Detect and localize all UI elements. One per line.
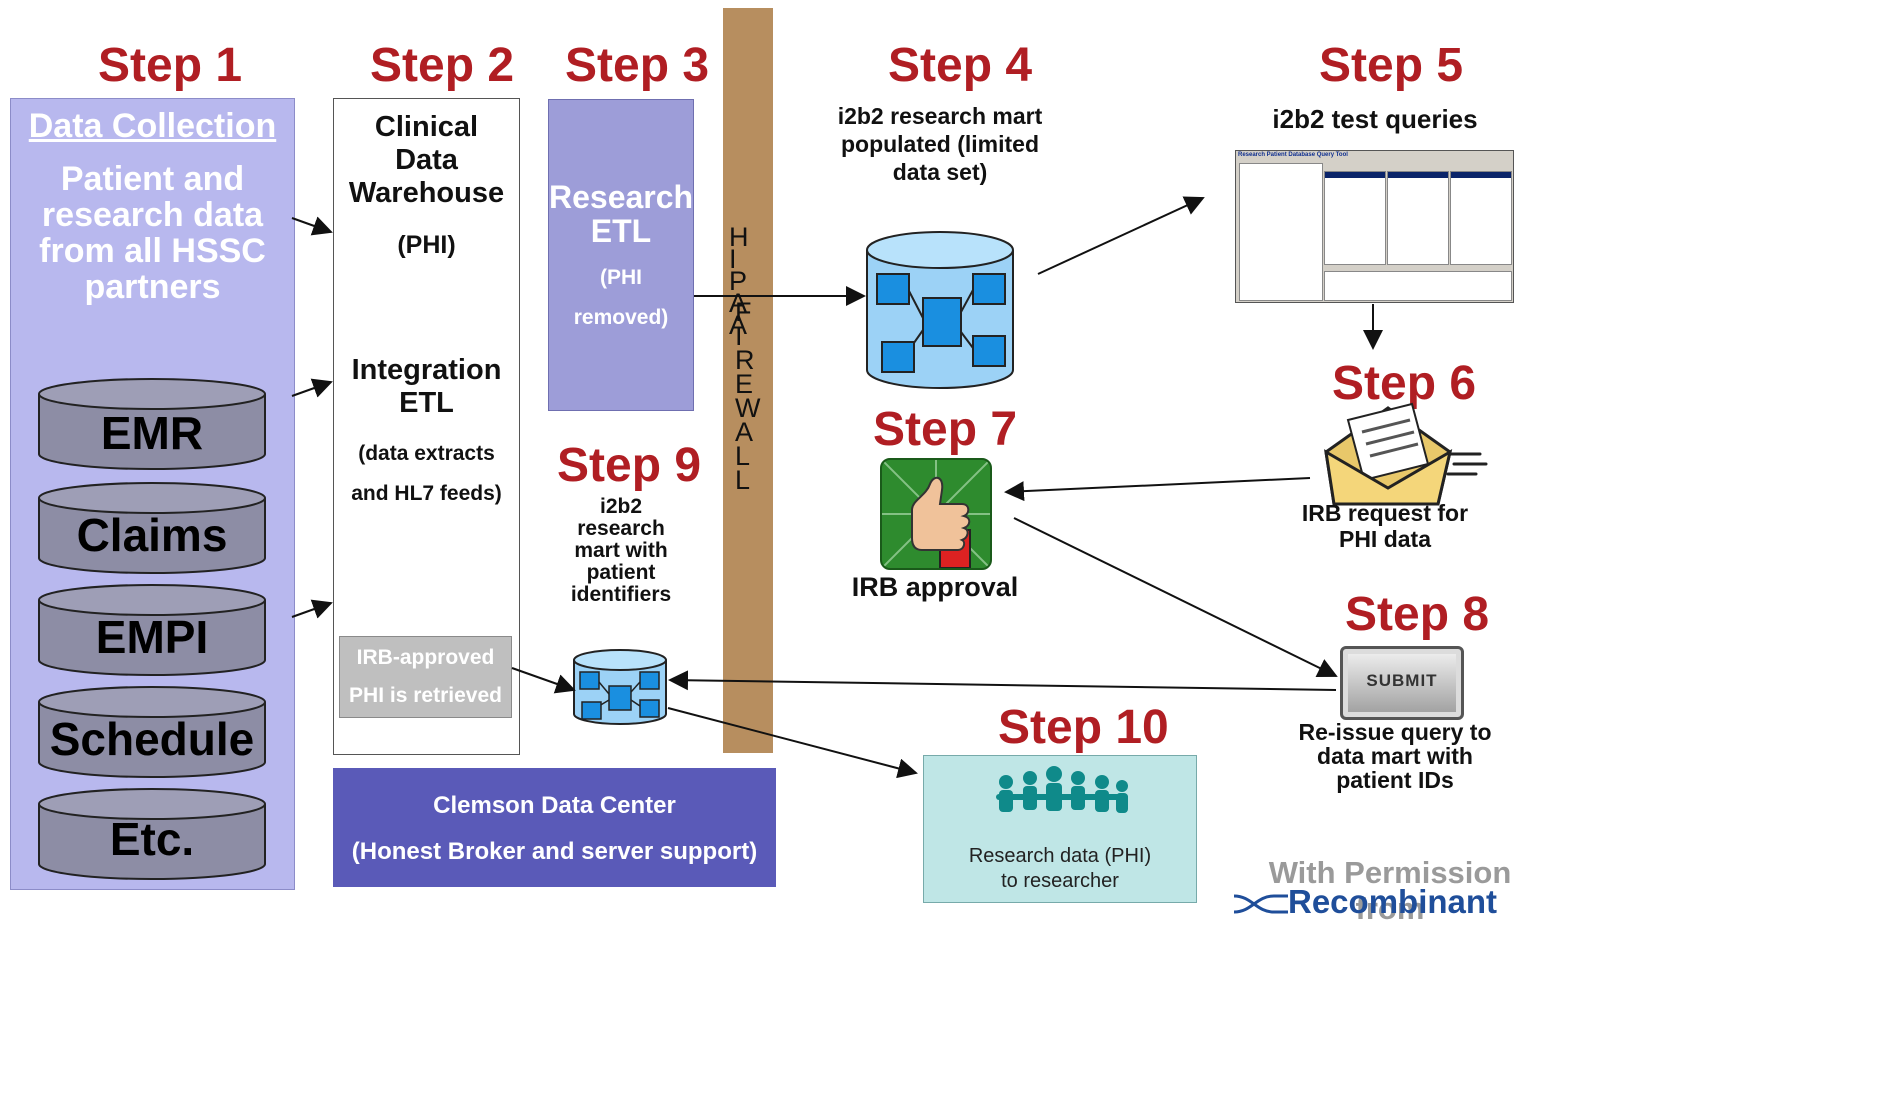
query-tool-group-3 <box>1450 171 1512 265</box>
integration-line: Integration <box>351 354 502 386</box>
arrow-mart-to-researcher <box>667 707 918 779</box>
step-9-line: research <box>577 517 665 540</box>
database-emr: EMR <box>38 378 266 470</box>
integration-etl-note: (data extracts and HL7 feeds) <box>334 434 519 514</box>
database-empi: EMPI <box>38 584 266 676</box>
database-label: EMPI <box>95 611 209 663</box>
step-9-heading: Step 9 <box>557 439 702 492</box>
integration-note-line: (data extracts <box>358 442 495 465</box>
arrow-irb-request-to-approval <box>1004 477 1311 502</box>
step-4-heading: Step 4 <box>888 39 1033 92</box>
data-center-note: (Honest Broker and server support) <box>351 838 758 865</box>
database-label: Etc. <box>109 813 195 865</box>
submit-button[interactable]: SUBMIT <box>1340 646 1464 720</box>
warehouse-phi-label: (PHI) <box>397 231 456 259</box>
people-group-icon <box>996 766 1128 813</box>
description-line: research data <box>41 196 264 234</box>
step-8-caption: Re-issue query to data mart with patient… <box>1285 720 1505 792</box>
hipaa-firewall: HIPAA FIREWALL <box>723 8 773 753</box>
phi-retrieved-line: IRB-approved <box>356 646 495 669</box>
research-etl-line: Research <box>549 179 694 215</box>
step-10-line: to researcher <box>1001 870 1119 892</box>
database-label: Claims <box>76 509 228 561</box>
step-8-line: data mart with <box>1317 743 1473 769</box>
arrow-mart-to-queries <box>1037 196 1205 275</box>
data-collection-description: Patient and research data from all HSSC … <box>11 161 294 305</box>
database-label: Schedule <box>49 713 255 765</box>
warehouse-line: Clinical <box>374 111 479 143</box>
integration-line: ETL <box>399 387 454 419</box>
submit-button-label: SUBMIT <box>1366 671 1438 690</box>
research-etl-note-line: (PHI <box>600 266 642 289</box>
firewall-word-firewall: FIREWALL <box>735 297 761 495</box>
description-line: partners <box>84 268 221 306</box>
step-4-line: i2b2 research mart <box>837 103 1043 129</box>
integration-etl-title: Integration ETL <box>334 354 519 420</box>
clemson-data-center-box: Clemson Data Center (Honest Broker and s… <box>333 768 776 887</box>
data-collection-heading: Data Collection <box>28 107 277 145</box>
database-etc: Etc. <box>38 788 266 880</box>
step-6-heading: Step 6 <box>1332 357 1477 410</box>
step-3-heading: Step 3 <box>565 39 710 92</box>
step-7-heading: Step 7 <box>873 403 1018 456</box>
step-9-line: identifiers <box>570 583 672 606</box>
query-tool-group-1 <box>1324 171 1386 265</box>
database-schedule: Schedule <box>38 686 266 778</box>
step-9-line: i2b2 <box>599 495 643 518</box>
query-tool-tree <box>1239 163 1323 301</box>
step-9-line: mart with <box>574 539 668 562</box>
step-8-heading: Step 8 <box>1345 588 1490 641</box>
researcher-delivery-box: Research data (PHI) to researcher <box>923 755 1197 903</box>
step-4-caption: i2b2 research mart populated (limited da… <box>830 102 1050 186</box>
step-9-caption: i2b2 research mart with patient identifi… <box>560 496 682 606</box>
step-10-heading: Step 10 <box>998 701 1169 754</box>
step-9-line: patient <box>586 561 656 584</box>
phi-retrieved-line: PHI is retrieved <box>349 684 502 707</box>
step-10-caption: Research data (PHI) to researcher <box>924 844 1196 894</box>
query-tool-results <box>1324 271 1512 301</box>
step-6-caption: IRB request for PHI data <box>1280 500 1490 552</box>
arrow-collection-to-warehouse <box>291 216 333 236</box>
step-1-heading: Step 1 <box>98 39 243 92</box>
warehouse-line: Warehouse <box>348 177 505 209</box>
query-tool-title: Research Patient Database Query Tool <box>1238 152 1348 158</box>
arrow-phi-retrieved-to-mart <box>511 667 576 694</box>
step-10-line: Research data (PHI) <box>968 845 1152 867</box>
data-center-name: Clemson Data Center <box>433 792 676 819</box>
step-4-line: data set) <box>892 159 988 185</box>
step-8-line: patient IDs <box>1336 767 1454 793</box>
recombinant-brand: Recombinant <box>1288 883 1498 920</box>
step-7-caption: IRB approval <box>851 572 1019 602</box>
research-mart-database-icon <box>866 231 1014 389</box>
research-etl-title: Research ETL <box>549 180 693 248</box>
recombinant-logo-icon <box>1233 894 1288 914</box>
database-label: EMR <box>100 407 204 459</box>
warehouse-line: Data <box>395 144 458 176</box>
arrow-collection-to-integration <box>291 378 333 398</box>
integration-note-line: and HL7 feeds) <box>351 482 502 505</box>
research-etl-panel: Research ETL (PHI removed) <box>548 99 694 411</box>
identified-mart-database-icon <box>573 649 667 725</box>
step-4-line: populated (limited <box>840 131 1040 157</box>
irb-approved-phi-box: IRB-approved PHI is retrieved <box>339 636 512 718</box>
step-2-heading: Step 2 <box>370 39 515 92</box>
step-6-line: IRB request for <box>1301 500 1469 526</box>
warehouse-title: Clinical Data Warehouse <box>334 111 519 210</box>
permission-credit: With Permission from <box>1268 855 1512 926</box>
description-line: Patient and <box>60 160 245 198</box>
step-5-caption: i2b2 test queries <box>1272 104 1478 134</box>
i2b2-query-tool-screenshot: Research Patient Database Query Tool <box>1235 150 1514 303</box>
research-etl-note-line: removed) <box>573 306 669 329</box>
database-claims: Claims <box>38 482 266 574</box>
envelope-icon <box>1324 402 1488 506</box>
thumbs-up-icon <box>880 458 992 570</box>
arrow-empi-to-warehouse <box>291 599 333 619</box>
step-6-line: PHI data <box>1338 526 1432 552</box>
research-etl-note: (PHI removed) <box>549 258 693 338</box>
description-line: from all HSSC <box>39 232 266 270</box>
step-8-line: Re-issue query to <box>1298 719 1492 745</box>
research-etl-line: ETL <box>590 213 652 249</box>
query-tool-group-2 <box>1387 171 1449 265</box>
step-5-heading: Step 5 <box>1319 39 1464 92</box>
